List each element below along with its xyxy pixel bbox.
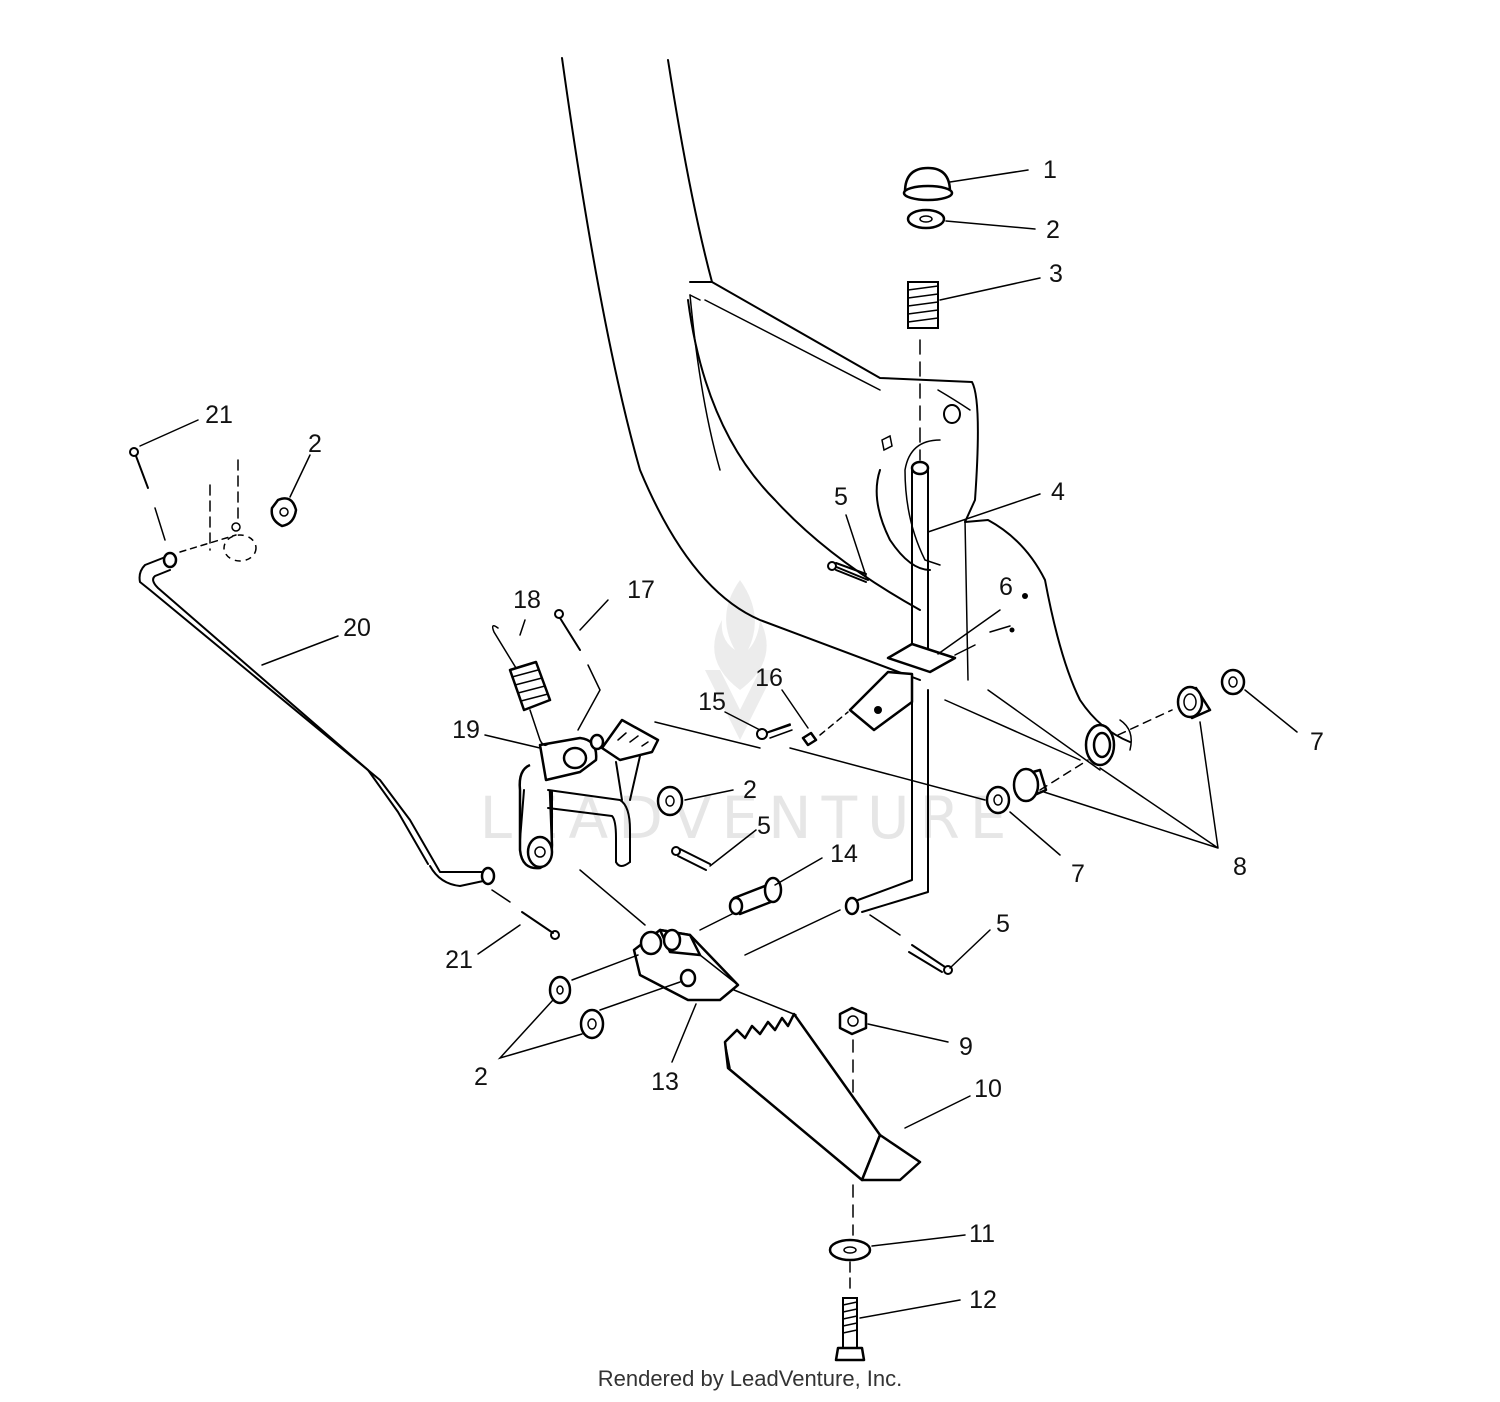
- part-3-spring: [907, 281, 939, 329]
- part-8-bushing-b: [1012, 767, 1048, 803]
- part-9-nut: [838, 1006, 868, 1036]
- callout-2: 2: [743, 776, 757, 804]
- part-17-pin: [554, 609, 601, 731]
- callout-11: 11: [969, 1220, 995, 1248]
- part-6-bracket: [848, 642, 976, 732]
- part-2-washer-left: [270, 497, 298, 528]
- callout-19: 19: [452, 716, 480, 744]
- part-11-washer: [828, 1238, 872, 1262]
- callout-14: 14: [830, 840, 858, 868]
- part-14-pin: [728, 876, 783, 916]
- part-pedal-pad: [600, 718, 660, 801]
- callout-8: 8: [1233, 853, 1247, 881]
- part-16-nut: [801, 731, 818, 747]
- callout-12: 12: [969, 1286, 997, 1314]
- part-20-rod: [138, 551, 496, 887]
- left-mount: [179, 459, 257, 562]
- callout-16: 16: [755, 664, 783, 692]
- part-12-bolt: [834, 1297, 866, 1362]
- footer-credit: Rendered by LeadVenture, Inc.: [597, 1366, 903, 1391]
- leader-lines: [139, 169, 1298, 1319]
- callout-3: 3: [1049, 260, 1063, 288]
- part-2-washer-lower-a: [548, 975, 572, 1005]
- part-7-washer-b: [985, 785, 1011, 815]
- callout-18: 18: [513, 586, 541, 614]
- callout-7: 7: [1310, 728, 1324, 756]
- part-2-washer-mid: [656, 785, 684, 817]
- callout-4: 4: [1051, 478, 1065, 506]
- callout-5: 5: [757, 812, 771, 840]
- callout-1: 1: [1043, 156, 1057, 184]
- callout-13: 13: [651, 1068, 679, 1096]
- part-5-pin-upper: [827, 561, 869, 583]
- callout-7: 7: [1071, 860, 1085, 888]
- callout-5: 5: [996, 910, 1010, 938]
- callout-6: 6: [999, 573, 1013, 601]
- callout-2: 2: [474, 1063, 488, 1091]
- callout-5: 5: [834, 483, 848, 511]
- callout-9: 9: [959, 1033, 973, 1061]
- callout-2: 2: [1046, 216, 1060, 244]
- part-21-pin-top: [129, 447, 166, 541]
- watermark: LEADVENTURE: [480, 580, 1006, 852]
- part-2-washer-top: [906, 208, 946, 230]
- part-6-screw: [989, 625, 1011, 633]
- callout-17: 17: [627, 576, 655, 604]
- part-1-cap: [902, 166, 954, 202]
- body-panel: [561, 57, 1132, 771]
- callout-2: 2: [308, 430, 322, 458]
- part-5-pin-mid: [671, 846, 711, 871]
- part-5-pin-lower: [869, 914, 953, 975]
- part-13-bracket: [632, 928, 740, 1002]
- part-2-washer-lower-b: [579, 1008, 605, 1040]
- part-18-spring: [491, 625, 552, 747]
- part-21-pin-bottom: [491, 889, 560, 940]
- callout-21: 21: [205, 401, 233, 429]
- callout-20: 20: [343, 614, 371, 642]
- callout-21: 21: [445, 946, 473, 974]
- part-10-pedal: [723, 1012, 922, 1182]
- part-8-bushing-a: [1084, 723, 1116, 767]
- callout-labels: 1 2 3 4 5 6 7 8 7 16 15 2 5 14 5 9 10 11…: [205, 156, 1324, 1314]
- callout-15: 15: [698, 688, 726, 716]
- part-8-bushing-c: [1176, 685, 1212, 720]
- part-15-bolt: [756, 723, 793, 740]
- part-19-lever: [518, 733, 631, 870]
- part-4-rod: [844, 339, 930, 916]
- callout-10: 10: [974, 1075, 1002, 1103]
- part-7-washer-a: [1220, 668, 1246, 696]
